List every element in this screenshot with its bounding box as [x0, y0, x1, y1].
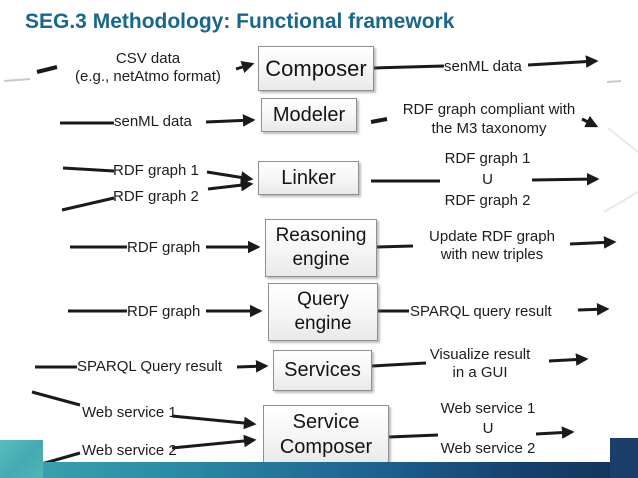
service-composer-box: Service Composer	[263, 405, 389, 464]
linker-box: Linker	[258, 161, 359, 195]
reasoning-engine-box: Reasoning engine	[265, 219, 377, 277]
composer-output-label: senML data	[444, 58, 522, 75]
service-composer-output-label: Web service 1 U Web service 2	[440, 400, 536, 457]
reasoning-engine-input-label: RDF graph	[127, 239, 201, 256]
linker-input-label-1: RDF graph 1	[113, 162, 199, 179]
footer-accent-teal	[0, 440, 43, 478]
linker-input-label-2: RDF graph 2	[113, 188, 199, 205]
footer-accent-navy	[610, 438, 638, 478]
reasoning-engine-output-label: Update RDF graph with new triples	[429, 228, 555, 263]
services-input-label: SPARQL Query result	[77, 358, 223, 375]
modeler-input-label: senML data	[114, 113, 192, 130]
background-watermark-lines	[603, 127, 638, 213]
service-composer-input-label-1: Web service 1	[82, 404, 177, 421]
modeler-box: Modeler	[261, 98, 357, 132]
slide-title: SEG.3 Methodology: Functional framework	[25, 10, 455, 33]
query-engine-input-label: RDF graph	[127, 303, 201, 320]
query-engine-box: Query engine	[268, 283, 378, 341]
composer-box: Composer	[258, 46, 374, 91]
modeler-output-label: RDF graph compliant with the M3 taxonomy	[402, 101, 576, 137]
composer-input-label: CSV data (e.g., netAtmo format)	[75, 50, 221, 85]
services-output-label: Visualize result in a GUI	[429, 346, 531, 381]
service-composer-input-label-2: Web service 2	[82, 442, 177, 459]
query-engine-output-label: SPARQL query result	[410, 303, 552, 320]
footer-gradient-bar	[0, 462, 638, 478]
services-box: Services	[273, 350, 372, 391]
linker-output-label: RDF graph 1 U RDF graph 2	[444, 150, 531, 209]
